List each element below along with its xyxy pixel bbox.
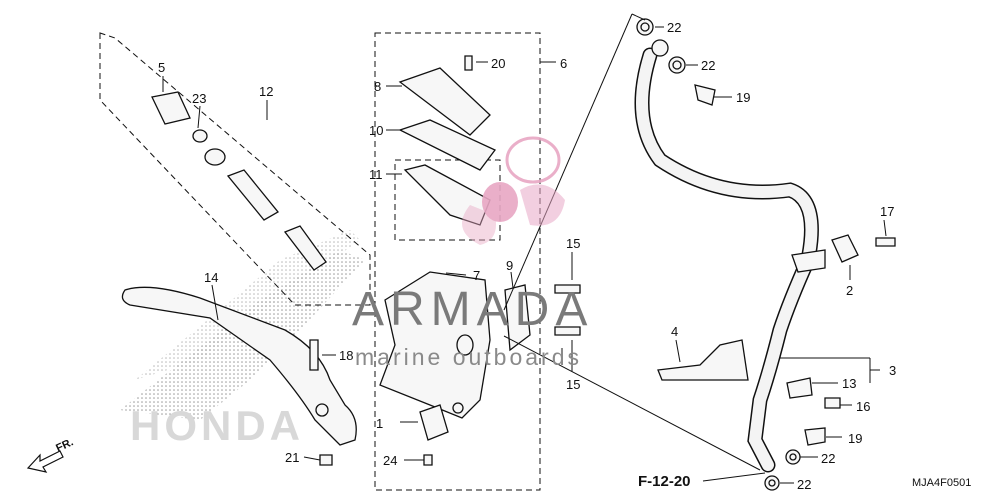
callout-13: 13 xyxy=(842,376,856,391)
callout-8: 8 xyxy=(374,79,381,94)
callout-3: 3 xyxy=(889,363,896,378)
bolts xyxy=(309,55,896,466)
callout-15a: 15 xyxy=(566,236,580,251)
callout-22b: 22 xyxy=(701,58,715,73)
armada-propeller-logo xyxy=(462,136,565,245)
callout-15b: 15 xyxy=(566,377,580,392)
callout-10: 10 xyxy=(369,123,383,138)
diagram-code: MJA4F0501 xyxy=(912,477,971,489)
callout-19b: 19 xyxy=(848,431,862,446)
callout-22d: 22 xyxy=(797,477,811,492)
clamps xyxy=(657,234,859,399)
callout-6: 6 xyxy=(560,56,567,71)
callout-19a: 19 xyxy=(736,90,750,105)
callout-23: 23 xyxy=(192,91,206,106)
callout-2: 2 xyxy=(846,283,853,298)
front-label: FR. xyxy=(54,436,75,454)
callout-24: 24 xyxy=(383,453,397,468)
callout-22a: 22 xyxy=(667,20,681,35)
brake-hose xyxy=(634,47,819,473)
callout-20: 20 xyxy=(491,56,505,71)
watermark-subtitle: marine outboards xyxy=(355,344,582,370)
callout-17: 17 xyxy=(880,204,894,219)
callout-5: 5 xyxy=(158,60,165,75)
callout-1: 1 xyxy=(376,416,383,431)
callout-7: 7 xyxy=(473,268,480,283)
leader-lines xyxy=(162,13,887,484)
callout-18: 18 xyxy=(339,348,353,363)
callout-14: 14 xyxy=(204,270,218,285)
washers xyxy=(636,18,826,491)
callout-22c: 22 xyxy=(821,451,835,466)
honda-brand-text: HONDA xyxy=(130,402,304,449)
callout-12: 12 xyxy=(259,84,273,99)
reservoir-cap-parts xyxy=(398,67,497,226)
callout-11: 11 xyxy=(369,167,383,182)
front-arrow-icon xyxy=(26,450,64,473)
callout-4: 4 xyxy=(671,324,678,339)
group-12-outline xyxy=(99,32,371,306)
callout-21: 21 xyxy=(285,450,299,465)
watermark-title: ARMADA xyxy=(352,283,593,336)
callout-9: 9 xyxy=(506,258,513,273)
callout-16: 16 xyxy=(856,399,870,414)
piston-assembly xyxy=(151,91,327,271)
group-6-outline xyxy=(374,32,541,491)
master-cylinder-body xyxy=(379,271,531,441)
reference-label: F-12-20 xyxy=(638,473,691,490)
reference-leader xyxy=(702,472,766,482)
